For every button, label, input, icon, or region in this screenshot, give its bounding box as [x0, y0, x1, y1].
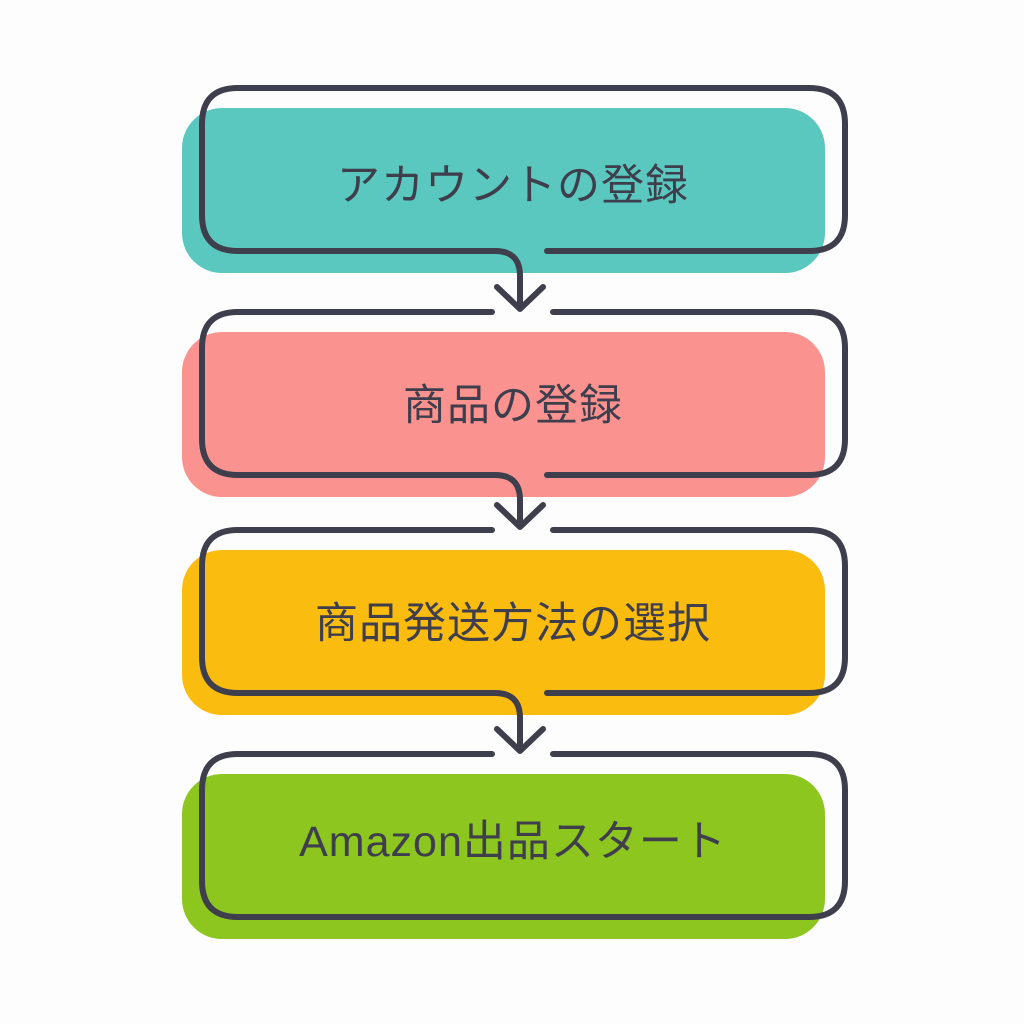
step-fill [182, 332, 825, 497]
step-outline [199, 85, 848, 254]
flow-step-product-registration: 商品の登録 [182, 309, 848, 497]
step-label: アカウントの登録 [337, 162, 689, 210]
step-outline [199, 309, 848, 478]
step-label: Amazon出品スタート [299, 818, 727, 866]
flow-step-amazon-listing-start: Amazon出品スタート [182, 751, 848, 939]
down-arrow-icon [492, 690, 546, 754]
flow-step-account-registration: アカウントの登録 [182, 85, 848, 273]
flow-step-shipping-method-selection: 商品発送方法の選択 [182, 527, 848, 715]
step-fill [182, 550, 825, 715]
down-arrow-icon [492, 472, 546, 530]
step-fill [182, 774, 825, 939]
down-arrow-icon [492, 248, 546, 312]
step-outline [199, 527, 848, 696]
step-label: 商品発送方法の選択 [315, 600, 711, 648]
step-outline [199, 751, 848, 920]
step-fill [182, 108, 825, 273]
step-label: 商品の登録 [403, 382, 623, 430]
